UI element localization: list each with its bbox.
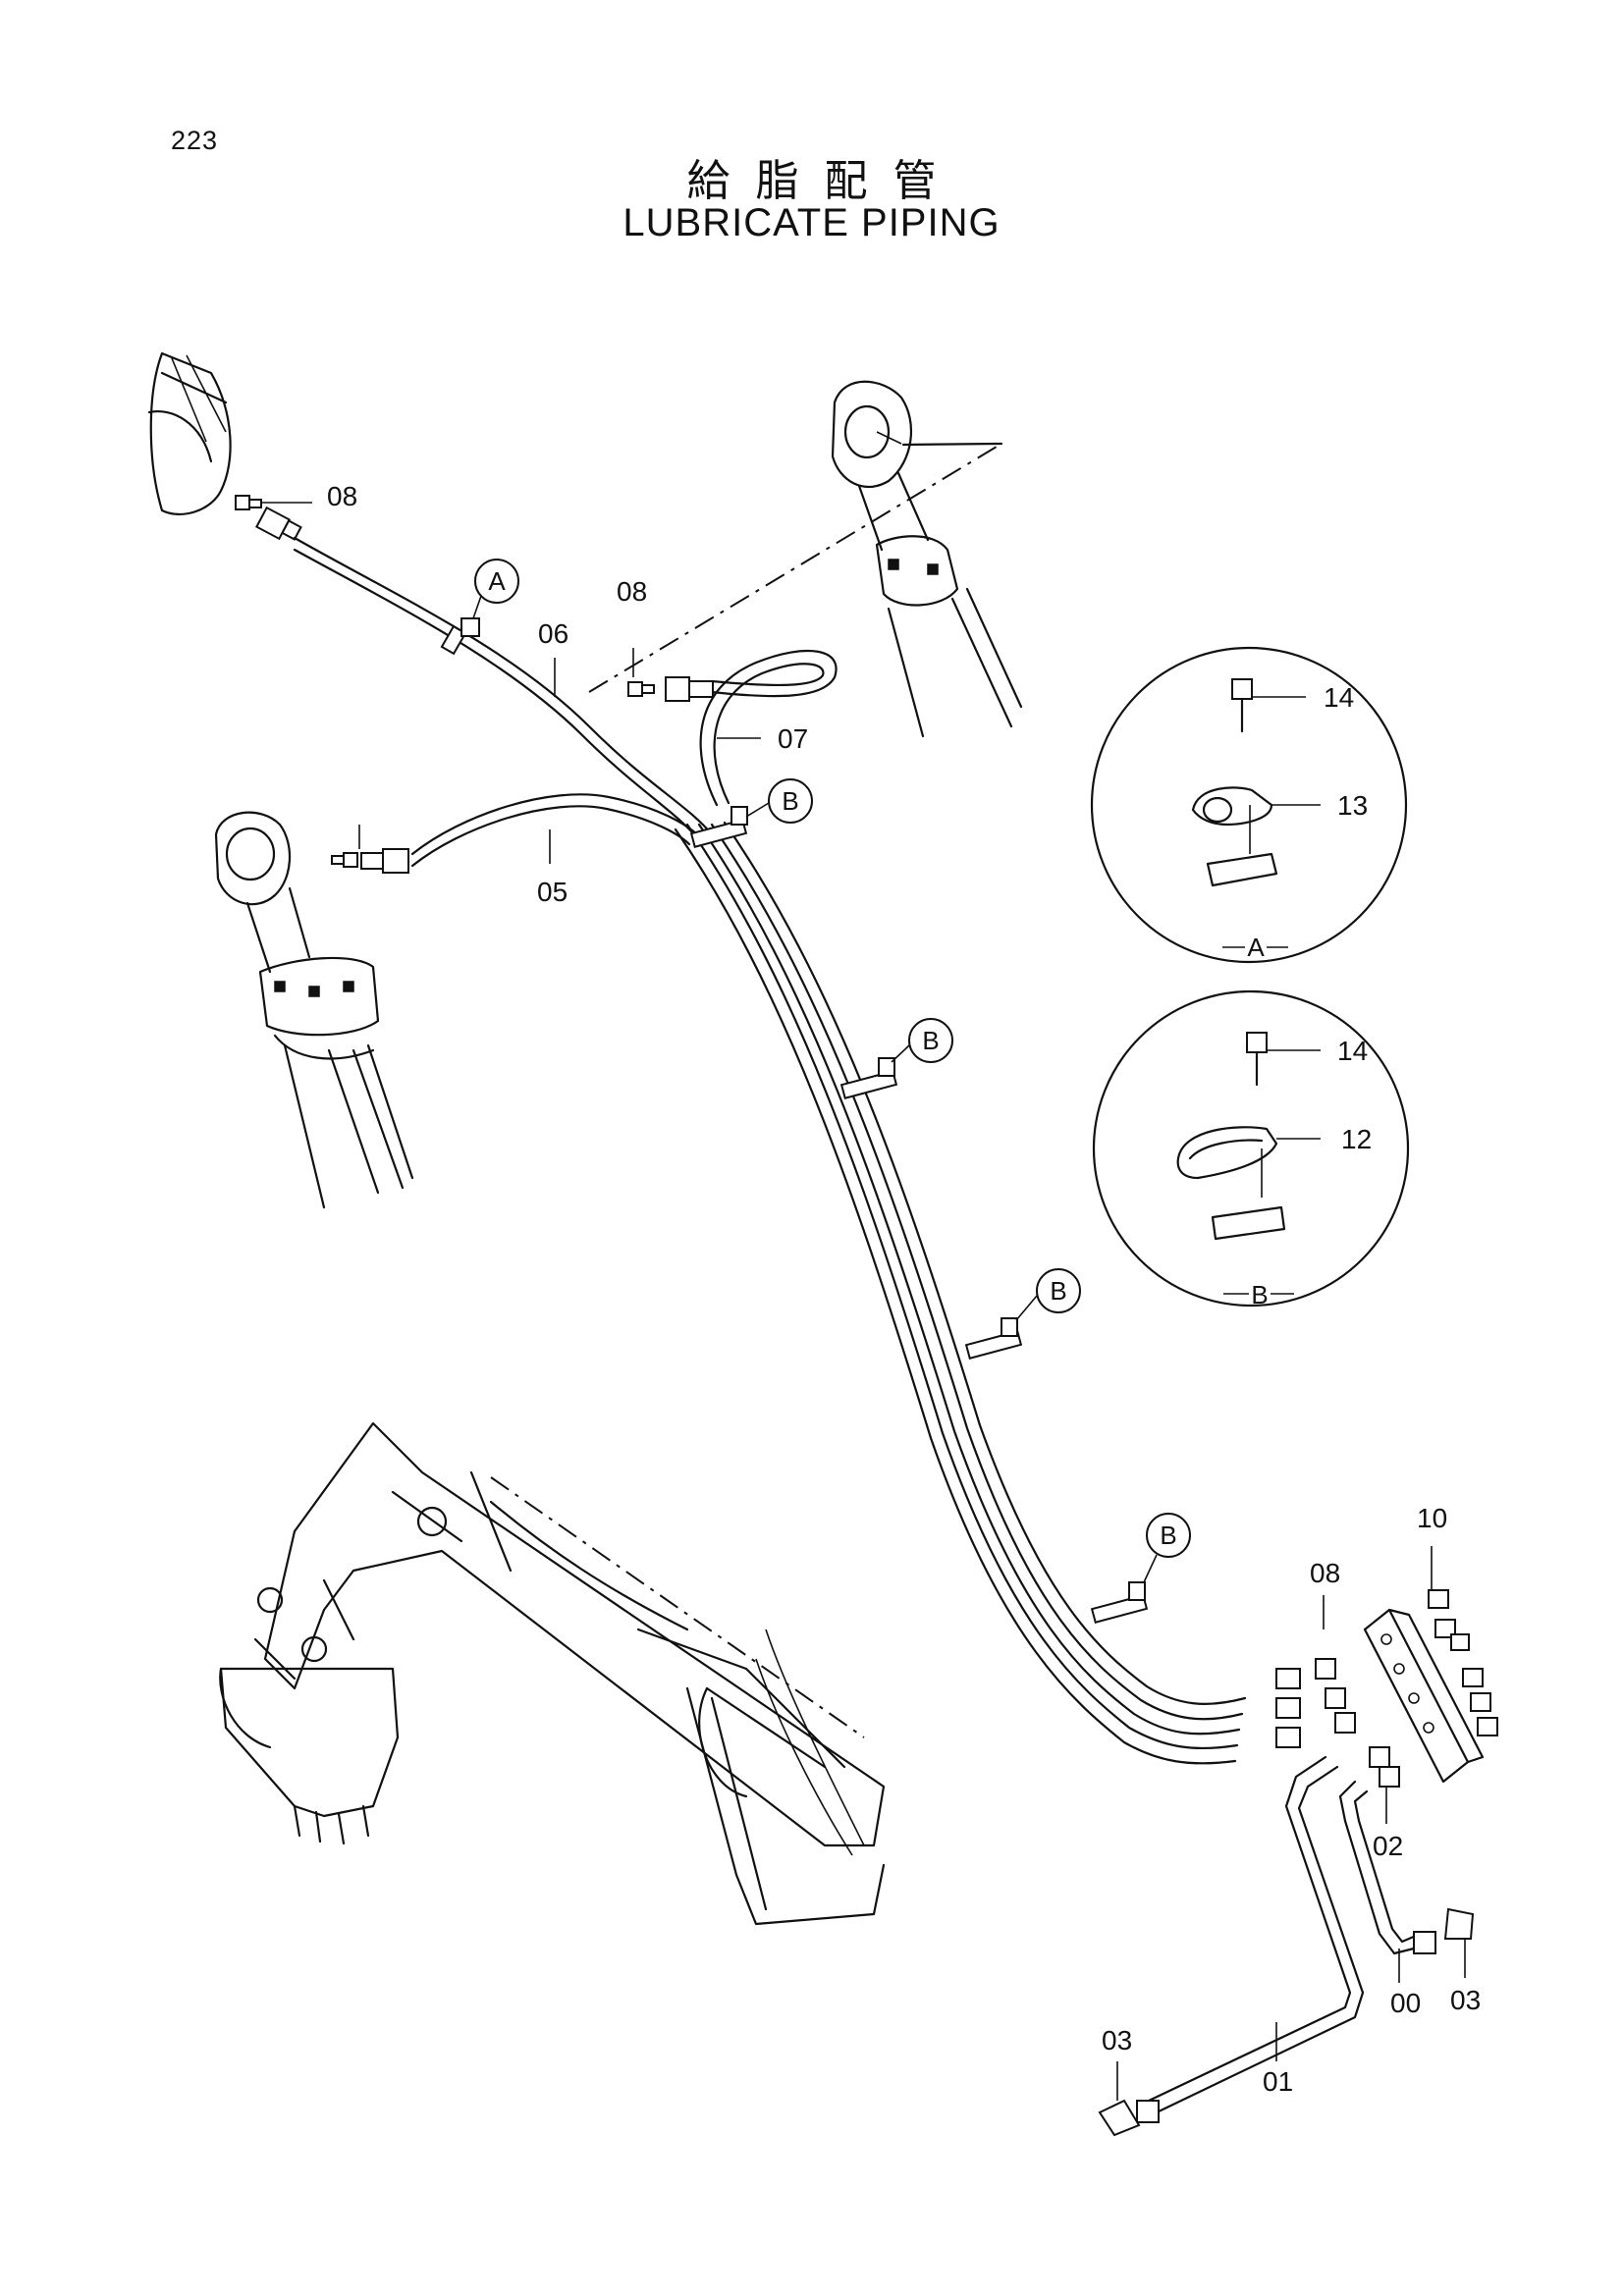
boom-foot-housing (147, 351, 232, 515)
pipe-01 (1147, 1755, 1365, 2114)
svg-text:B: B (922, 1026, 939, 1055)
part-label-08-block: 08 (1310, 1558, 1340, 1588)
grease-nipple-08-center (627, 681, 655, 697)
part-label-08-top-left: 08 (327, 481, 357, 511)
part-label-00: 00 (1390, 1988, 1421, 2018)
svg-text:B: B (782, 786, 798, 816)
clamp-a (440, 617, 480, 656)
hose-07 (699, 649, 838, 807)
leader-dashdot-line (588, 431, 1003, 693)
part-label-01: 01 (1263, 2066, 1293, 2097)
hose-05 (410, 793, 701, 868)
leader-lines (261, 502, 1466, 2101)
clamp-b-4 (1090, 1581, 1149, 1624)
main-hose-bundle (293, 536, 1247, 1765)
clamp-b-2 (839, 1057, 898, 1099)
svg-text:A: A (488, 566, 506, 596)
clamp-b-1 (689, 806, 748, 848)
grease-nipple-08-left-cylinder (331, 852, 358, 868)
page-title-japanese: 給脂配管 (686, 156, 962, 206)
hose-fitting-left-cylinder (360, 848, 409, 874)
distribution-block (1363, 1608, 1485, 1784)
hose-fitting-top-left (255, 506, 302, 541)
part-label-10: 10 (1417, 1503, 1447, 1533)
pipe-00 (1338, 1780, 1418, 1955)
part-label-07: 07 (778, 723, 808, 754)
part-label-03-right: 03 (1450, 1985, 1481, 2015)
excavator-front-overview (219, 1421, 886, 1926)
part-label-14-detail-b: 14 (1337, 1036, 1368, 1066)
svg-text:A: A (1247, 933, 1265, 962)
part-label-06: 06 (538, 618, 568, 649)
elbow-fitting-03-right (1413, 1907, 1475, 1954)
ref-bubble-a: A (472, 559, 519, 619)
ref-bubble-b-4: B (1143, 1513, 1191, 1583)
ref-bubble-b-1: B (745, 778, 813, 824)
elbow-fitting-03-left (1098, 2099, 1160, 2137)
page-title-english: LUBRICATE PIPING (622, 201, 1001, 244)
part-label-14-detail-a: 14 (1324, 682, 1354, 713)
page-number: 223 (171, 126, 219, 155)
hose-fitting-center (665, 676, 714, 702)
arm-cylinder-top-right (831, 380, 1023, 738)
svg-text:B: B (1251, 1280, 1268, 1309)
part-label-13: 13 (1337, 790, 1368, 821)
boom-cylinder-left (214, 811, 414, 1209)
part-label-05: 05 (537, 877, 568, 907)
part-label-03-left: 03 (1102, 2025, 1132, 2056)
block-fittings (1275, 1589, 1498, 1788)
detail-caption-a: A (1222, 933, 1288, 962)
ref-bubble-b-2: B (891, 1018, 953, 1063)
part-label-08-center: 08 (617, 576, 647, 607)
grease-nipple-08-top-left (235, 495, 262, 510)
detail-caption-b: B (1223, 1280, 1294, 1309)
part-label-02: 02 (1373, 1831, 1403, 1861)
svg-text:B: B (1050, 1276, 1066, 1306)
detail-view-a (1090, 646, 1408, 964)
detail-view-b (1092, 989, 1410, 1308)
ref-bubble-b-3: B (1015, 1268, 1081, 1321)
svg-text:B: B (1160, 1521, 1176, 1550)
clamp-b-3 (964, 1317, 1023, 1360)
part-label-12: 12 (1341, 1124, 1372, 1154)
